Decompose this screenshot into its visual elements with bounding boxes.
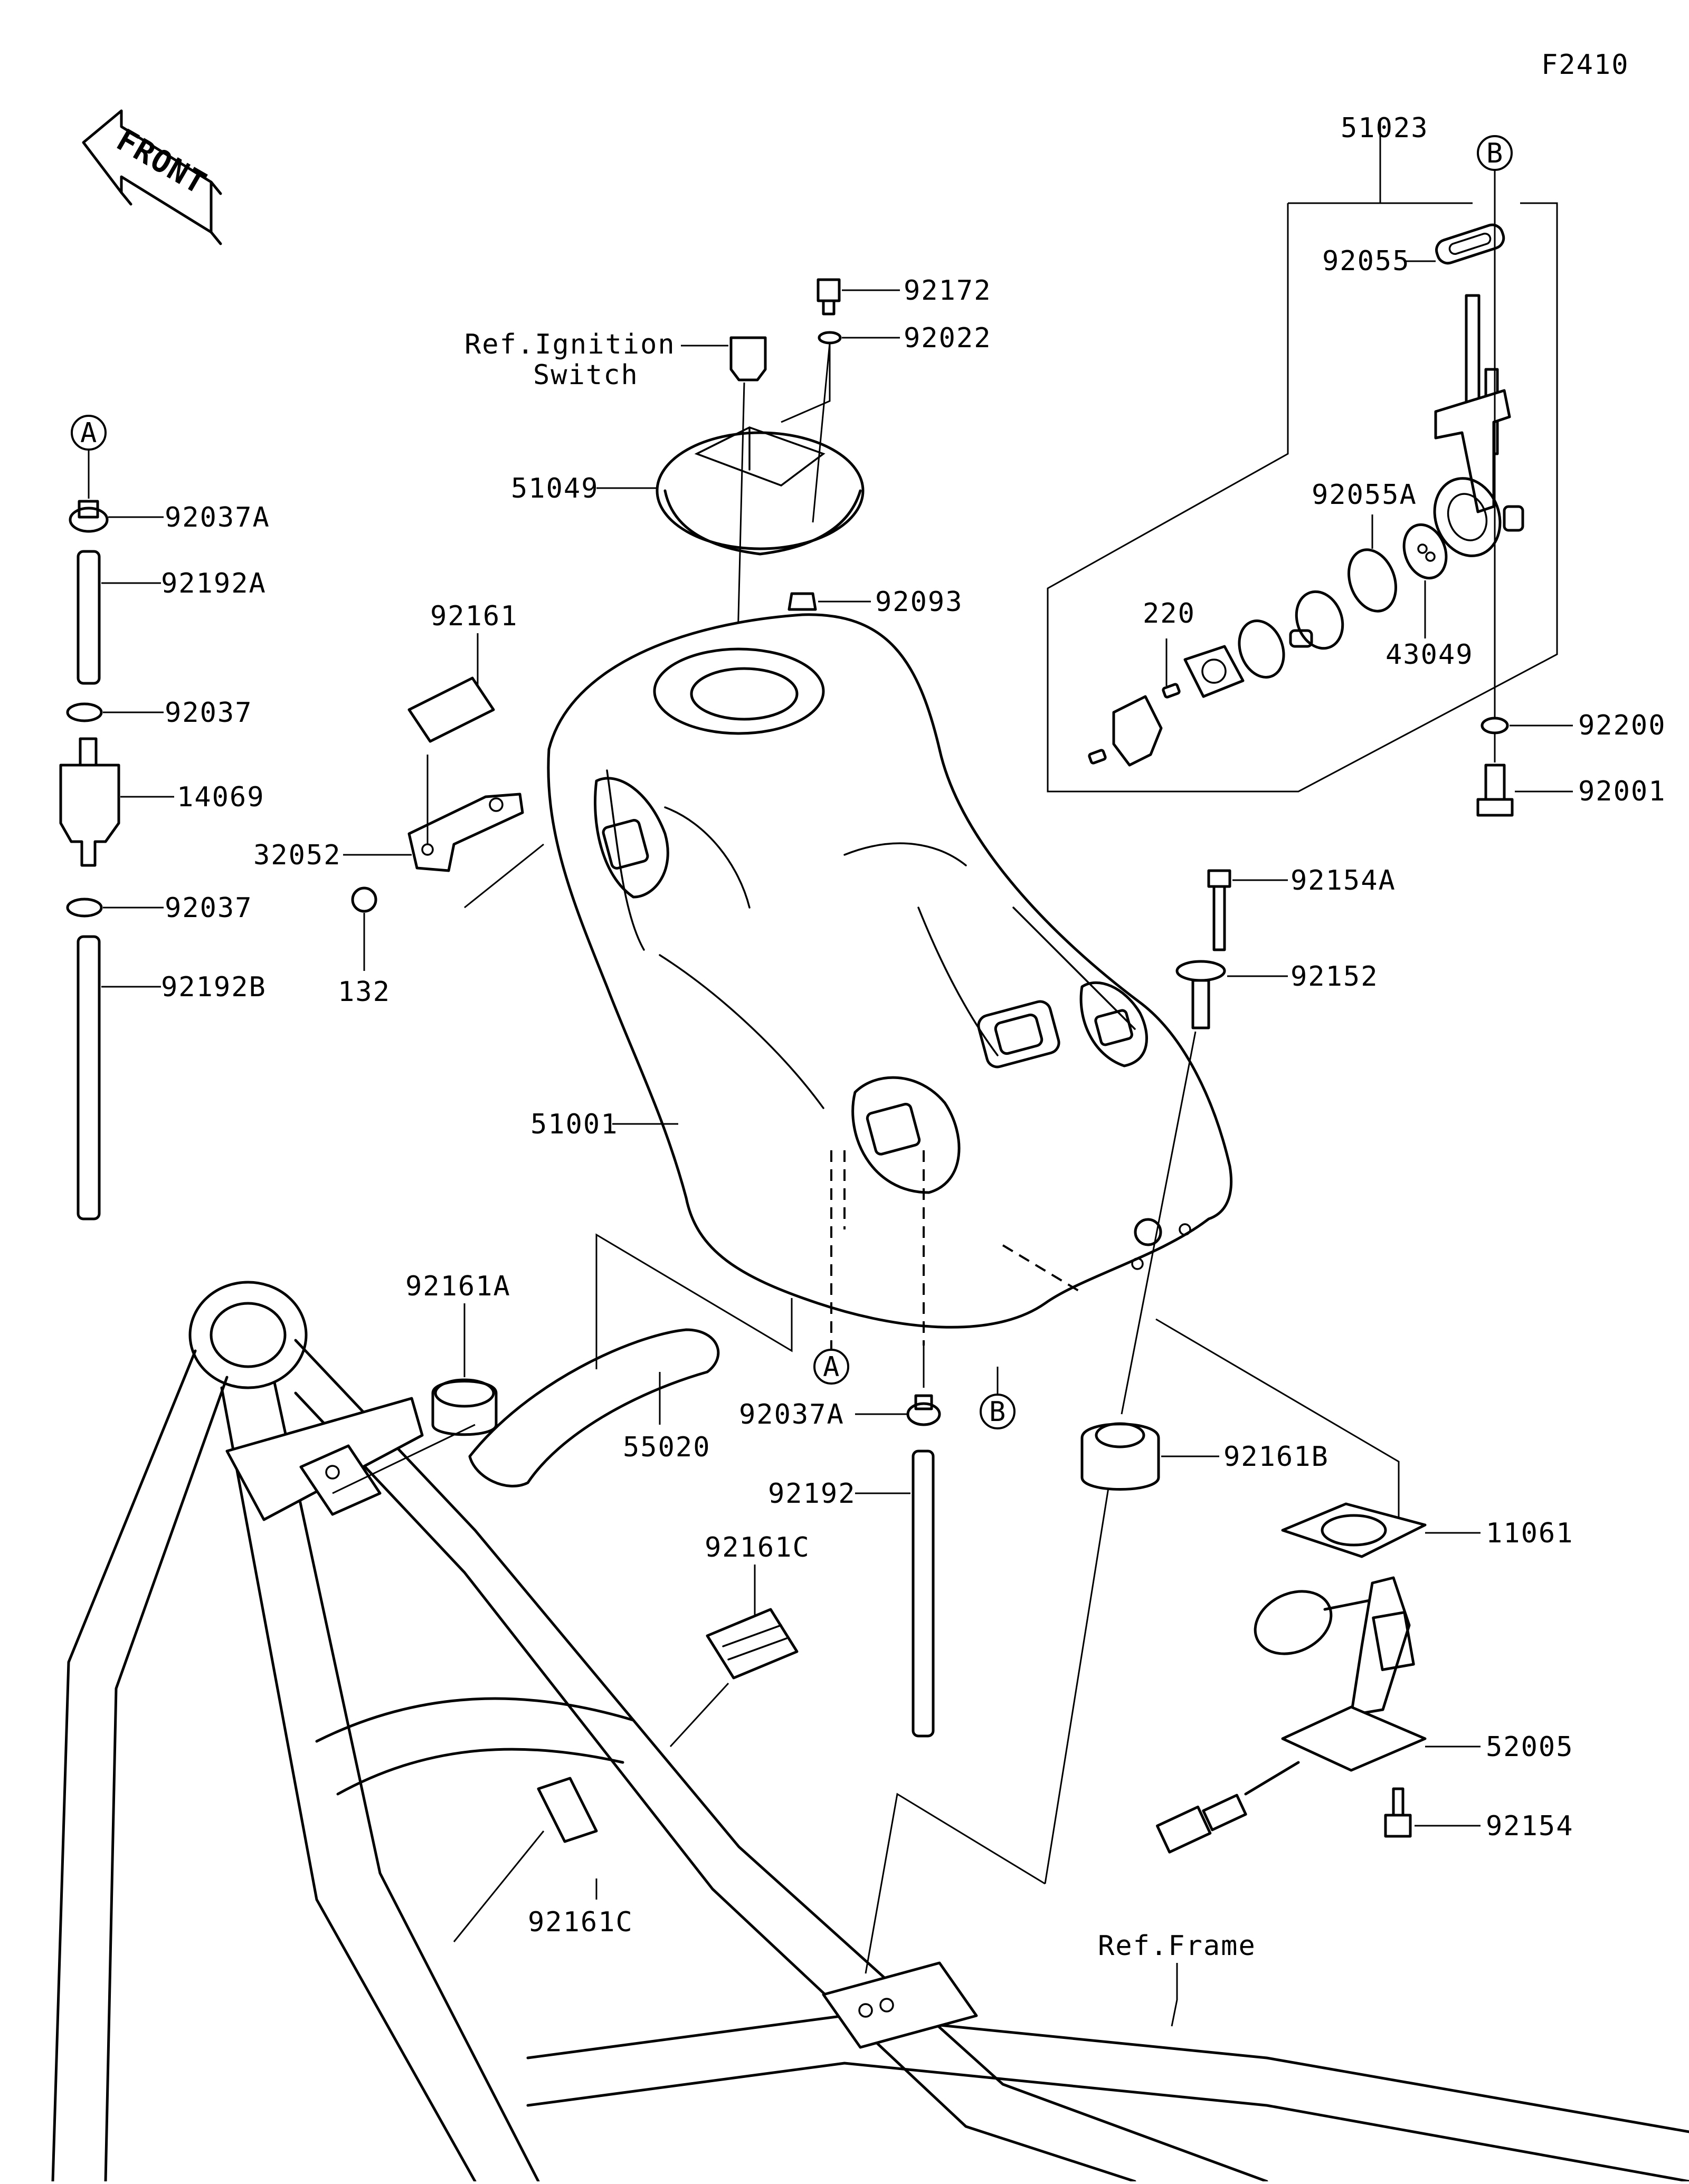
- rear-mount-parts: [865, 869, 1288, 1974]
- figure-code: F2410: [1541, 49, 1629, 81]
- float-icon: [1254, 1590, 1333, 1655]
- label-11061: 11061: [1486, 1518, 1574, 1549]
- label-92192: 92192: [768, 1478, 856, 1510]
- bolt-92001-icon: [1484, 764, 1506, 801]
- callout-a-mid-label: A: [823, 1351, 840, 1383]
- o-ring-92055A-icon: [1348, 548, 1397, 613]
- rubber-92161C-lower-icon: [537, 1777, 598, 1843]
- screw-92154-icon: [1384, 1814, 1412, 1838]
- plate-icon: [1183, 645, 1245, 698]
- callout-b-top-label: B: [1486, 138, 1504, 169]
- label-ref-frame: Ref.Frame: [1098, 1930, 1256, 1962]
- label-220: 220: [1143, 598, 1195, 630]
- clamp-92037-lower-icon: [66, 898, 103, 918]
- rubber-92161B-icon: [1080, 1423, 1160, 1491]
- label-92161C-upper: 92161C: [705, 1532, 810, 1563]
- label-52005: 52005: [1486, 1731, 1574, 1763]
- collar-92152-icon: [1175, 960, 1226, 982]
- rubber-92161A-icon: [431, 1380, 498, 1436]
- lever-icon: [1112, 695, 1163, 767]
- callout-a-mid: [813, 1349, 849, 1385]
- bracket-32052-icon: [407, 793, 524, 872]
- cap-assembly: [596, 278, 900, 702]
- o-ring-small-icon: [1238, 619, 1285, 679]
- label-92037A-top: 92037A: [165, 502, 270, 533]
- front-arrow-icon: FRONT: [82, 109, 222, 245]
- nut-132-icon: [351, 886, 377, 913]
- disc-43049-icon: [1402, 523, 1448, 580]
- clamp-92037A-mid-icon: [906, 1402, 941, 1426]
- label-92161C-lower: 92161C: [528, 1906, 633, 1938]
- label-43049: 43049: [1386, 639, 1474, 671]
- label-92152: 92152: [1291, 961, 1379, 993]
- fuel-tank-51001: [547, 613, 1233, 1351]
- label-ref-ignition-2: Switch: [533, 359, 639, 391]
- frame-ref: [51, 1233, 1689, 2183]
- washer-92022-icon: [818, 331, 842, 345]
- clamp-92037-upper-icon: [66, 702, 103, 722]
- screw-92172-icon: [817, 278, 841, 302]
- rubber-92161-icon: [407, 676, 495, 743]
- label-92093: 92093: [875, 586, 963, 618]
- hose-92192-icon: [912, 1449, 935, 1738]
- gasket-92055-icon: [1435, 223, 1505, 265]
- connector-icon: [1156, 1805, 1212, 1854]
- fuel-filter-line: A: [59, 415, 174, 1220]
- label-51023: 51023: [1341, 112, 1429, 144]
- nut-92093-icon: [787, 592, 817, 611]
- fuel-sender: [1155, 1318, 1481, 1854]
- sender-base-52005-icon: [1281, 1705, 1427, 1772]
- ignition-switch-ref-icon: [729, 336, 767, 382]
- label-ref-ignition-1: Ref.Ignition: [464, 329, 676, 360]
- callout-b-mid-label: B: [989, 1396, 1007, 1428]
- label-92022: 92022: [904, 322, 992, 354]
- label-92161: 92161: [430, 600, 518, 632]
- label-92154: 92154: [1486, 1810, 1574, 1842]
- label-92200: 92200: [1578, 710, 1666, 741]
- label-92172: 92172: [904, 275, 992, 307]
- hose-92192B-icon: [77, 935, 101, 1220]
- fuel-cock-assembly: B: [1047, 119, 1573, 817]
- hose-92192A-icon: [77, 550, 101, 685]
- label-92161A: 92161A: [405, 1271, 511, 1302]
- label-55020: 55020: [623, 1432, 711, 1463]
- clamp-92037A-icon: [69, 507, 109, 533]
- label-32052: 32052: [253, 840, 341, 871]
- label-132: 132: [338, 976, 391, 1008]
- label-92001: 92001: [1578, 776, 1666, 807]
- center-hose: [855, 1346, 941, 1738]
- label-92037A-mid: 92037A: [739, 1399, 844, 1430]
- sender-arm-icon: [1350, 1576, 1411, 1716]
- valve-plug-icon: [1295, 590, 1344, 650]
- bolt-92154A-icon: [1207, 869, 1231, 888]
- label-92192B: 92192B: [161, 971, 267, 1003]
- label-92037-upper: 92037: [165, 697, 253, 729]
- label-92055: 92055: [1322, 245, 1410, 277]
- label-92055A: 92055A: [1312, 479, 1417, 511]
- label-14069: 14069: [177, 781, 265, 813]
- label-51001: 51001: [530, 1109, 619, 1140]
- washer-92200-icon: [1481, 717, 1509, 735]
- pad-55020-icon: [468, 1328, 720, 1487]
- label-92192A: 92192A: [161, 568, 267, 599]
- gasket-11061-icon: [1281, 1502, 1427, 1558]
- fuel-cock-body-icon: [1434, 389, 1511, 513]
- rubber-92161C-upper-icon: [706, 1608, 799, 1680]
- label-92037-lower: 92037: [165, 892, 253, 924]
- label-92161B: 92161B: [1223, 1441, 1329, 1473]
- tank-bracket: [343, 633, 544, 971]
- label-51049: 51049: [511, 473, 599, 504]
- fuel-filter-14069-icon: [59, 764, 120, 867]
- label-92154A: 92154A: [1291, 865, 1396, 897]
- callout-a-left-label: A: [80, 417, 98, 449]
